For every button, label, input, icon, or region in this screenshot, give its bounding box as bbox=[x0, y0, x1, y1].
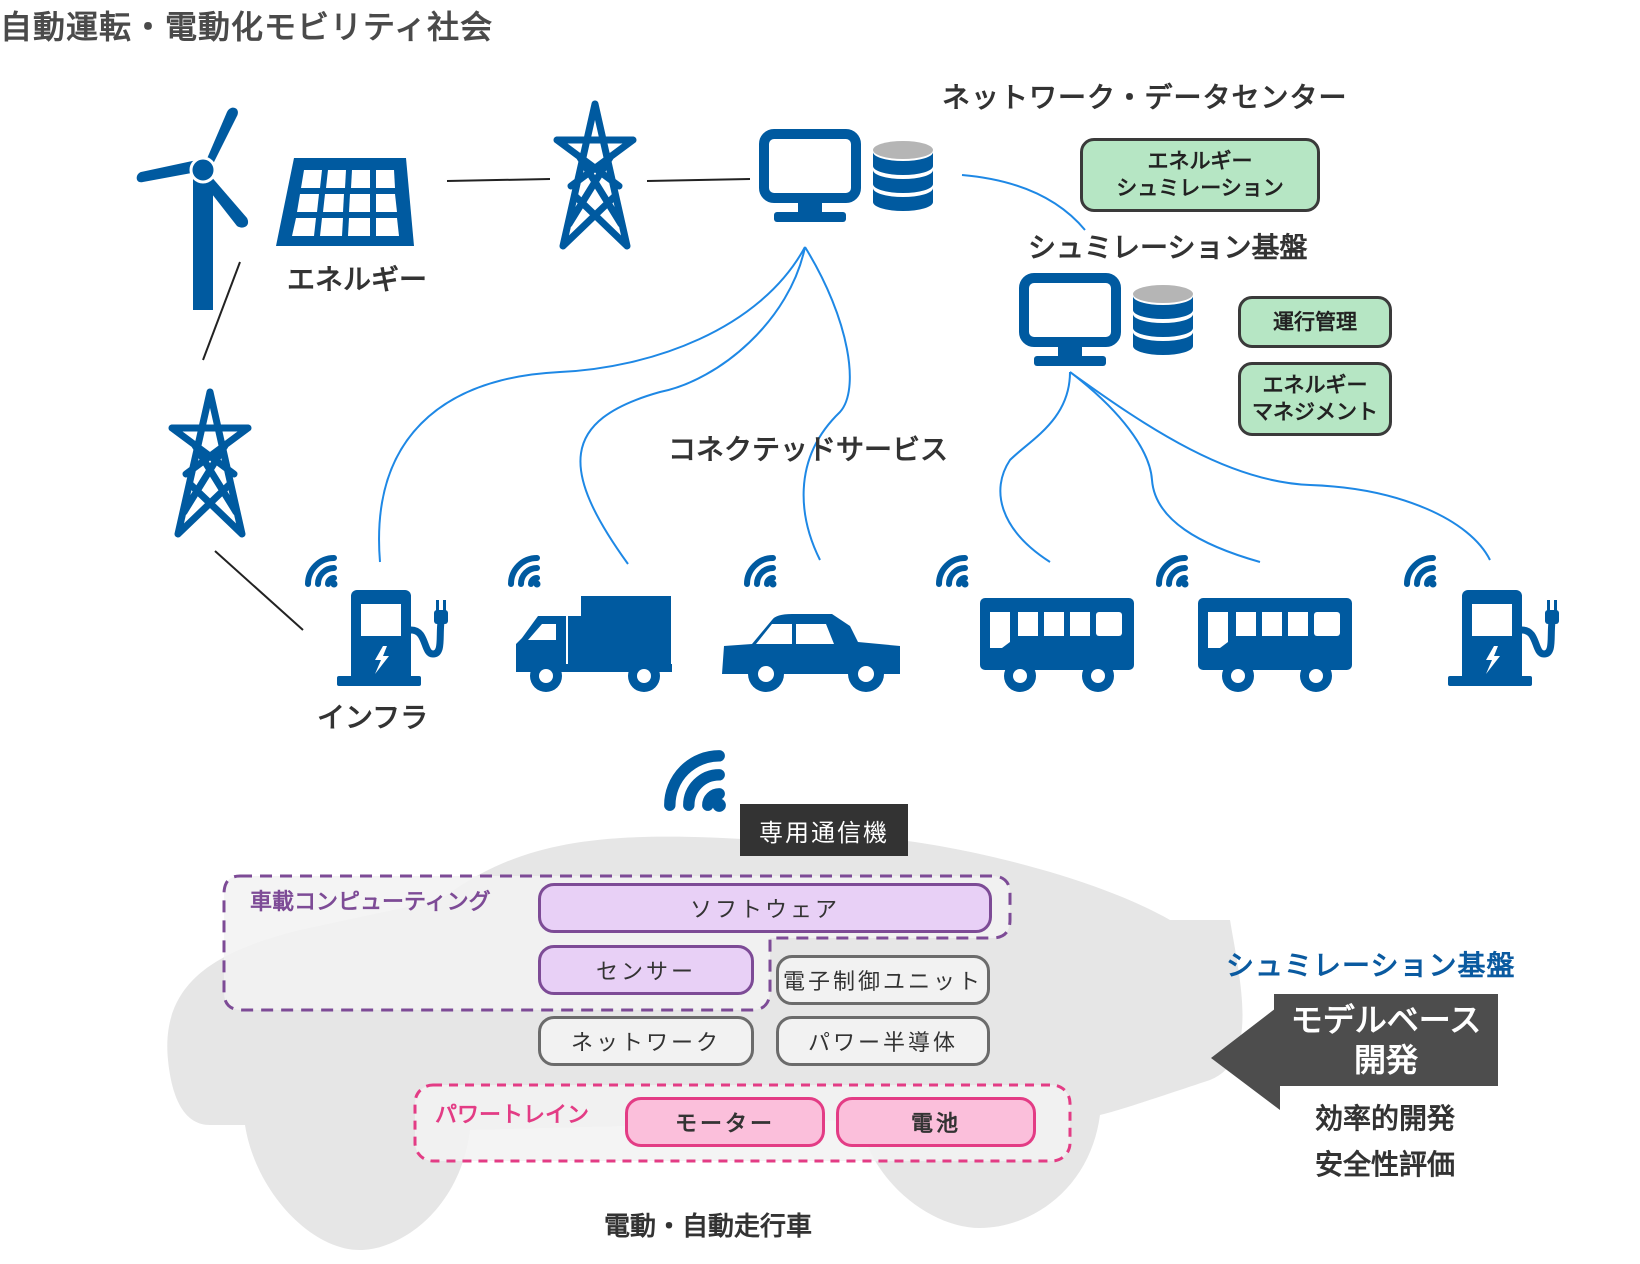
database-icon bbox=[1133, 285, 1193, 355]
simulation-platform-label: シュミレーション基盤 bbox=[1028, 231, 1308, 264]
power-lines bbox=[202, 178, 751, 631]
solar-panel-icon bbox=[276, 158, 414, 246]
wifi-icon bbox=[511, 558, 541, 588]
monitor-icon bbox=[1024, 278, 1116, 366]
power-semiconductor-box: パワー半導体 bbox=[776, 1016, 990, 1066]
wifi-icon bbox=[747, 558, 777, 588]
energy-simulation-box: エネルギー シュミレーション bbox=[1080, 138, 1320, 212]
monitor-icon bbox=[764, 134, 856, 222]
wifi-icon bbox=[1407, 558, 1437, 588]
mbd-line: 開発 bbox=[1353, 1041, 1418, 1079]
network-datacenter-label: ネットワーク・データセンター bbox=[942, 81, 1348, 114]
wifi-icon bbox=[308, 558, 338, 588]
battery-box: 電池 bbox=[836, 1097, 1036, 1147]
model-based-development-box: モデルベース 開発 bbox=[1274, 994, 1498, 1086]
database-icon bbox=[873, 141, 933, 211]
box-line: シュミレーション bbox=[1116, 176, 1284, 200]
wifi-icon bbox=[939, 558, 969, 588]
onboard-computing-label: 車載コンピューティング bbox=[250, 890, 491, 915]
bus-icon bbox=[1198, 598, 1352, 692]
truck-icon bbox=[516, 596, 672, 692]
ev-charger-icon bbox=[1448, 590, 1559, 686]
ecu-box: 電子制御ユニット bbox=[776, 955, 990, 1005]
energy-label: エネルギー bbox=[287, 263, 428, 296]
network-box: ネットワーク bbox=[538, 1016, 754, 1066]
simulation-platform-bottom-label: シュミレーション基盤 bbox=[1226, 949, 1516, 982]
connected-services-label: コネクテッドサービス bbox=[668, 433, 949, 466]
power-tower-icon bbox=[557, 104, 633, 246]
wifi-icon bbox=[670, 756, 726, 812]
ev-charger-icon bbox=[337, 590, 448, 686]
wind-turbine-icon bbox=[136, 107, 249, 310]
operations-management-box: 運行管理 bbox=[1238, 296, 1392, 348]
car-icon bbox=[722, 614, 900, 692]
benefit-item: 効率的開発 bbox=[1314, 1102, 1455, 1135]
box-line: マネジメント bbox=[1252, 400, 1378, 424]
benefit-item: 安全性評価 bbox=[1314, 1148, 1455, 1181]
infra-label: インフラ bbox=[317, 701, 429, 734]
energy-management-box: エネルギー マネジメント bbox=[1238, 362, 1392, 436]
bus-icon bbox=[980, 598, 1134, 692]
comm-device-label: 専用通信機 bbox=[740, 804, 908, 856]
box-line: 運行管理 bbox=[1273, 309, 1357, 334]
page-title: 自動運転・電動化モビリティ社会 bbox=[0, 8, 494, 46]
box-line: エネルギー bbox=[1262, 373, 1368, 397]
data-links bbox=[378, 174, 1491, 565]
motor-box: モーター bbox=[625, 1097, 825, 1147]
benefits-list: 効率的開発 安全性評価 bbox=[1290, 1096, 1480, 1188]
wifi-icon bbox=[1159, 558, 1189, 588]
sensor-box: センサー bbox=[538, 945, 754, 995]
software-box: ソフトウェア bbox=[538, 883, 992, 933]
box-line: エネルギー bbox=[1147, 149, 1253, 173]
powertrain-label: パワートレイン bbox=[435, 1103, 590, 1128]
vehicle-label: 電動・自動走行車 bbox=[604, 1212, 813, 1242]
mbd-line: モデルベース bbox=[1290, 1001, 1482, 1039]
power-tower-icon bbox=[172, 392, 248, 534]
